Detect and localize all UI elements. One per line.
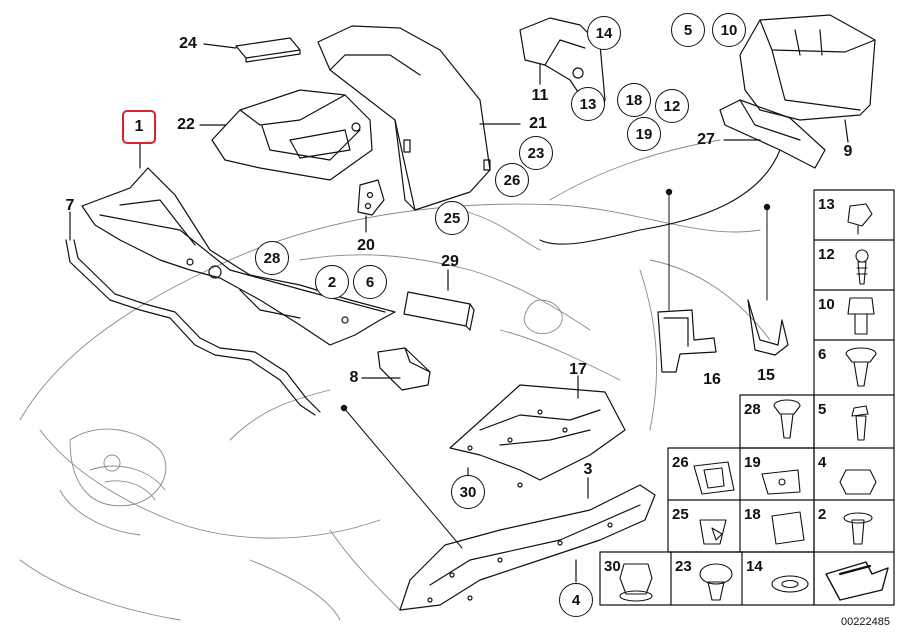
legend-cell-19[interactable]: 19 (744, 454, 761, 471)
part-label-24[interactable]: 24 (179, 35, 197, 52)
part-7-seal-strip (65, 239, 321, 416)
legend-cell-30[interactable]: 30 (604, 558, 621, 575)
part-label-7[interactable]: 7 (65, 197, 75, 214)
legend-cell-28[interactable]: 28 (744, 401, 761, 418)
part-label-21[interactable]: 21 (529, 115, 547, 132)
part-16-frame (657, 309, 717, 373)
callout-2[interactable]: 2 (315, 265, 349, 299)
callout-12[interactable]: 12 (655, 89, 689, 123)
part-label-17[interactable]: 17 (569, 361, 587, 378)
legend-cell-12[interactable]: 12 (818, 246, 835, 263)
part-22-tray (211, 89, 373, 181)
legend-cell-5[interactable]: 5 (818, 401, 827, 418)
legend-cell-14[interactable]: 14 (746, 558, 763, 575)
part-3-underbody-panel (399, 484, 656, 611)
legend-cell-25[interactable]: 25 (672, 506, 689, 523)
legend-cell-4[interactable]: 4 (818, 454, 827, 471)
legend-cell-18[interactable]: 18 (744, 506, 761, 523)
callout-19[interactable]: 19 (627, 117, 661, 151)
callout-28[interactable]: 28 (255, 241, 289, 275)
part-label-20[interactable]: 20 (357, 237, 375, 254)
part-label-29[interactable]: 29 (441, 253, 459, 270)
callout-30[interactable]: 30 (451, 475, 485, 509)
legend-cell-10[interactable]: 10 (818, 296, 835, 313)
legend-cell-6[interactable]: 6 (818, 346, 827, 363)
part-8-duct (377, 347, 431, 391)
car-body-outline (19, 139, 771, 621)
callout-14[interactable]: 14 (587, 16, 621, 50)
selected-part-number: 1 (134, 118, 144, 135)
callout-26[interactable]: 26 (495, 163, 529, 197)
part-17-underpanel (449, 384, 626, 488)
part-label-27[interactable]: 27 (697, 131, 715, 148)
part-label-22[interactable]: 22 (177, 116, 195, 133)
callout-10[interactable]: 10 (712, 13, 746, 47)
legend-fastener-icons (619, 203, 889, 602)
callout-25[interactable]: 25 (435, 201, 469, 235)
fastener-legend-grid (599, 189, 895, 606)
part-label-3[interactable]: 3 (583, 461, 593, 478)
part-label-1-selected[interactable]: 1 (122, 110, 156, 144)
part-label-16[interactable]: 16 (703, 371, 721, 388)
part-20-bracket (357, 179, 385, 216)
part-label-9[interactable]: 9 (843, 143, 853, 160)
part-24-pad (235, 37, 301, 63)
part-29-cover (403, 291, 475, 331)
document-number: 00222485 (841, 616, 890, 628)
part-21-panel (317, 25, 491, 211)
callout-6[interactable]: 6 (353, 265, 387, 299)
part-label-11[interactable]: 11 (531, 87, 549, 104)
part-27-bracket (719, 99, 826, 169)
callout-18[interactable]: 18 (617, 83, 651, 117)
legend-cell-26[interactable]: 26 (672, 454, 689, 471)
legend-cell-2[interactable]: 2 (818, 506, 827, 523)
part-9-storage-box (739, 14, 876, 121)
part-label-8[interactable]: 8 (349, 369, 359, 386)
part-15-bracket (747, 299, 789, 356)
legend-cell-13[interactable]: 13 (818, 196, 835, 213)
callout-23[interactable]: 23 (519, 136, 553, 170)
part-label-15[interactable]: 15 (757, 367, 775, 384)
legend-cell-23[interactable]: 23 (675, 558, 692, 575)
part-label-4[interactable]: 4 (559, 583, 593, 617)
callout-5[interactable]: 5 (671, 13, 705, 47)
callout-13[interactable]: 13 (571, 87, 605, 121)
